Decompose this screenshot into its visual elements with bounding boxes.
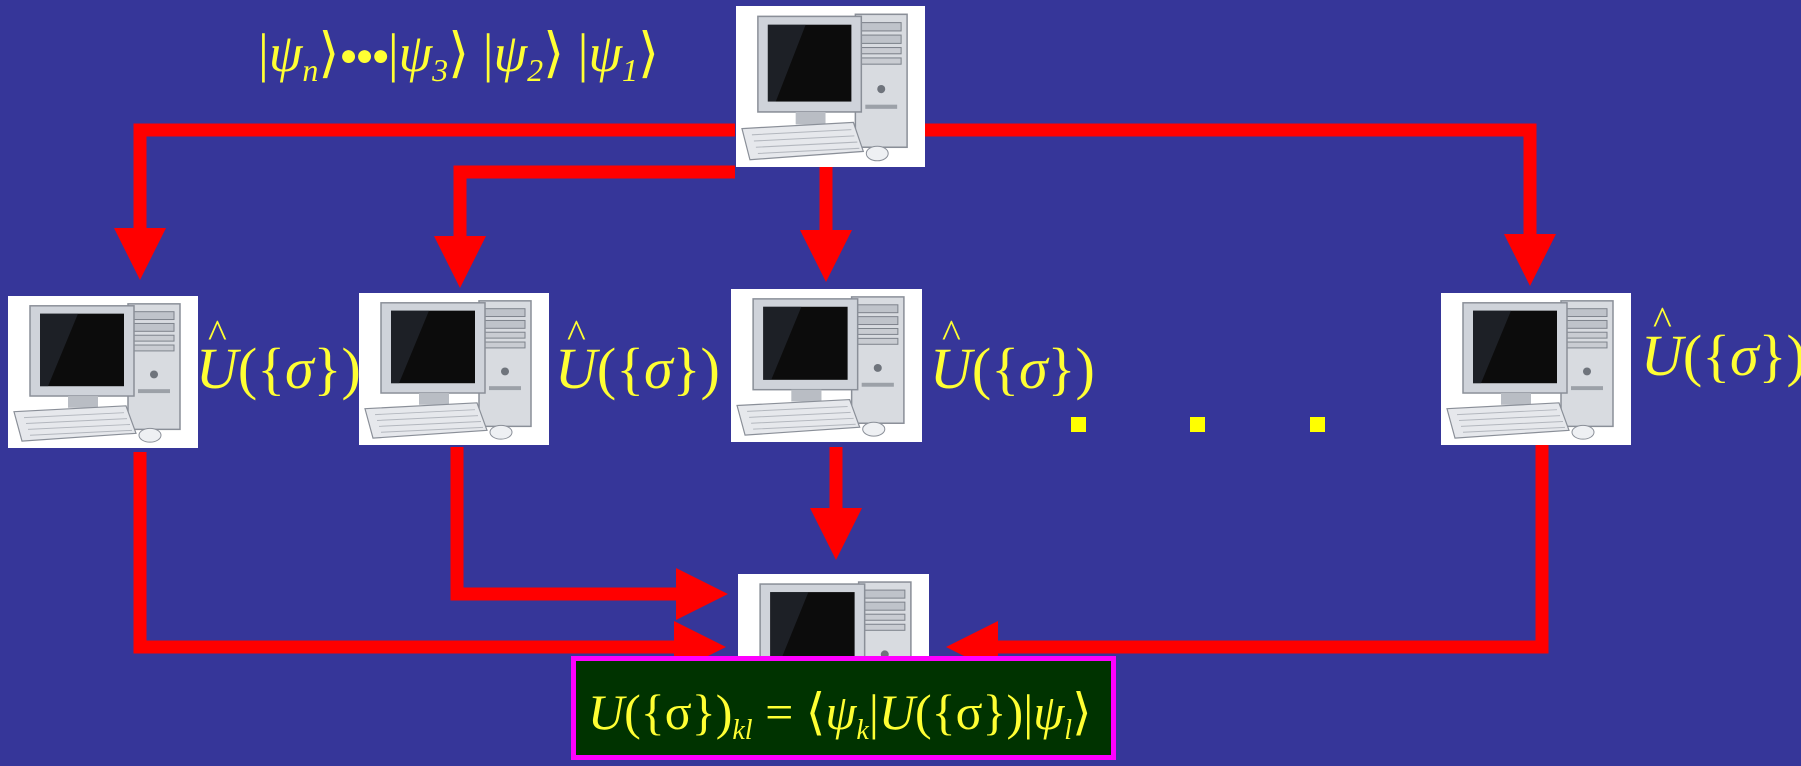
master-computer-icon xyxy=(736,6,925,167)
arrow-to-worker-4 xyxy=(922,123,1556,286)
arrow-from-worker-1 xyxy=(133,452,726,673)
worker-computer-icon xyxy=(8,296,198,448)
arrow-to-worker-1 xyxy=(114,123,735,280)
ellipsis-dot xyxy=(1071,417,1086,432)
input-states-label: |ψn⟩●●●|ψ3⟩ |ψ2⟩ |ψ1⟩ xyxy=(258,23,660,88)
ket-1: ψ xyxy=(588,23,623,83)
operator-label: U({σ}) xyxy=(1641,301,1801,385)
worker-computer-icon xyxy=(359,293,549,445)
arrow-from-worker-2 xyxy=(450,447,728,620)
matrix-element-formula: U({σ})kl = ⟨ψk|U({σ})|ψl⟩ xyxy=(571,656,1116,760)
ket-n: ψ xyxy=(268,23,303,83)
arrow-from-worker-4 xyxy=(946,440,1549,673)
ket-2: ψ xyxy=(493,23,528,83)
ellipsis-dot xyxy=(1190,417,1205,432)
arrow-to-worker-2 xyxy=(434,165,735,288)
ket-3: ψ xyxy=(398,23,433,83)
ellipsis-dot xyxy=(1310,417,1325,432)
operator-label: U({σ}) xyxy=(930,314,1095,398)
worker-computer-icon xyxy=(1441,293,1631,445)
worker-computer-icon xyxy=(731,289,922,442)
collector-computer-icon xyxy=(738,574,929,658)
operator-label: U({σ}) xyxy=(555,314,720,398)
operator-label: U({σ}) xyxy=(196,314,361,398)
